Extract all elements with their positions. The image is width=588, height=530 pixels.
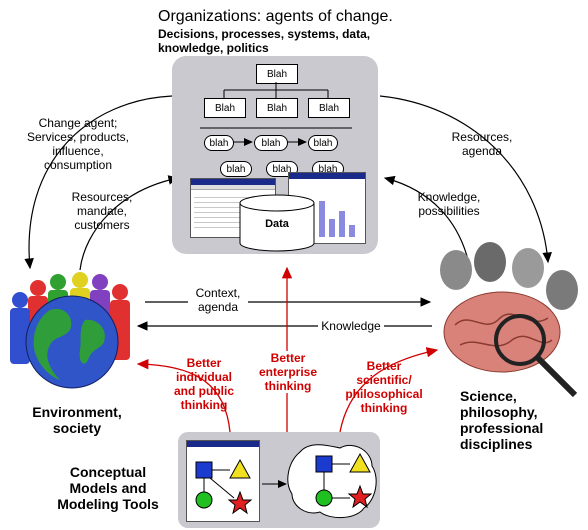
knowledge-possibilities-label: Knowledge, possibilities — [417, 190, 481, 218]
data-label: Data — [265, 218, 289, 230]
change-agent-label: Change agent; Services, products, influe… — [26, 116, 130, 172]
model-window-icon — [186, 440, 260, 522]
process-step: blah — [254, 135, 288, 151]
better-individual-label: Better individual and public thinking — [174, 356, 234, 412]
page-subtitle-line1: Decisions, processes, systems, data, — [158, 27, 371, 41]
globe-icon — [25, 295, 119, 389]
science-label: Science, philosophy, professional discip… — [460, 388, 544, 452]
arrow-better-scientific — [339, 347, 439, 433]
org-root-box: Blah — [256, 64, 298, 84]
environment-label: Environment, society — [32, 404, 122, 436]
resources-mandate-label: Resources, mandate, customers — [71, 190, 133, 232]
arrow-environment-to-org — [79, 175, 180, 271]
org-child-box: Blah — [256, 98, 298, 118]
knowledge-label: Knowledge — [318, 319, 384, 333]
arrow-org-to-environment — [24, 95, 173, 270]
context-agenda-label: Context, agenda — [188, 286, 248, 314]
page-title: Organizations: agents of change. — [158, 8, 393, 25]
arrow-better-individual — [136, 359, 231, 433]
models-label: Conceptual Models and Modeling Tools — [57, 464, 159, 512]
org-child-box: Blah — [204, 98, 246, 118]
arrow-org-to-science — [379, 95, 552, 264]
magnifier-icon — [494, 314, 578, 398]
better-scientific-label: Better scientific/ philosophical thinkin… — [345, 359, 423, 415]
arrow-science-to-org — [383, 175, 471, 269]
bar-chart-window-icon — [288, 172, 366, 244]
resources-agenda-label: Resources, agenda — [451, 130, 513, 158]
process-step: blah — [204, 135, 234, 151]
org-child-box: Blah — [308, 98, 350, 118]
page-subtitle-line2: knowledge, politics — [158, 41, 269, 55]
better-enterprise-label: Better enterprise thinking — [250, 351, 326, 393]
process-step: blah — [220, 161, 252, 177]
portraits-icon — [440, 242, 578, 310]
process-step: blah — [308, 135, 338, 151]
